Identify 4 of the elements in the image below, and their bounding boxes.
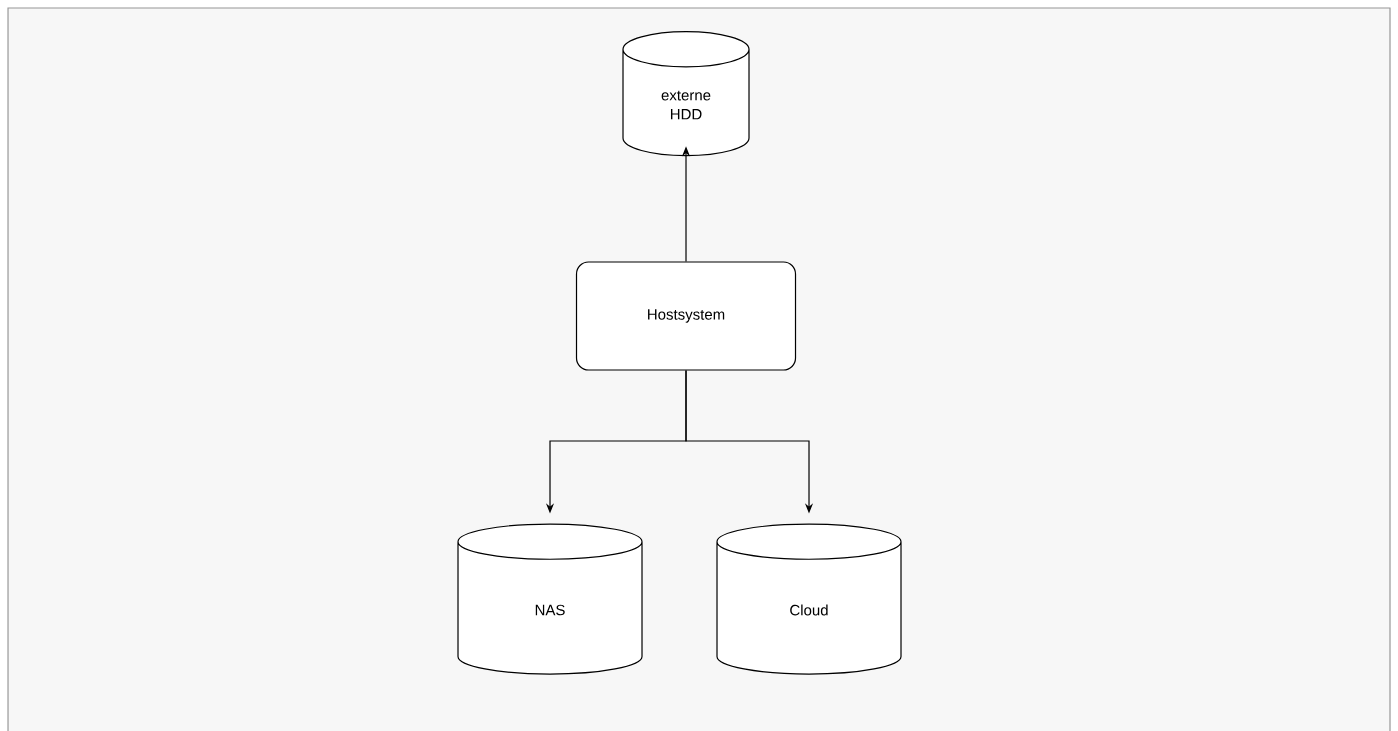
storage-cylinder: NAS <box>457 523 643 675</box>
process-box: Hostsystem <box>575 261 797 371</box>
storage-cylinder: Cloud <box>716 523 902 675</box>
storage-cylinder: externe HDD <box>622 31 750 157</box>
